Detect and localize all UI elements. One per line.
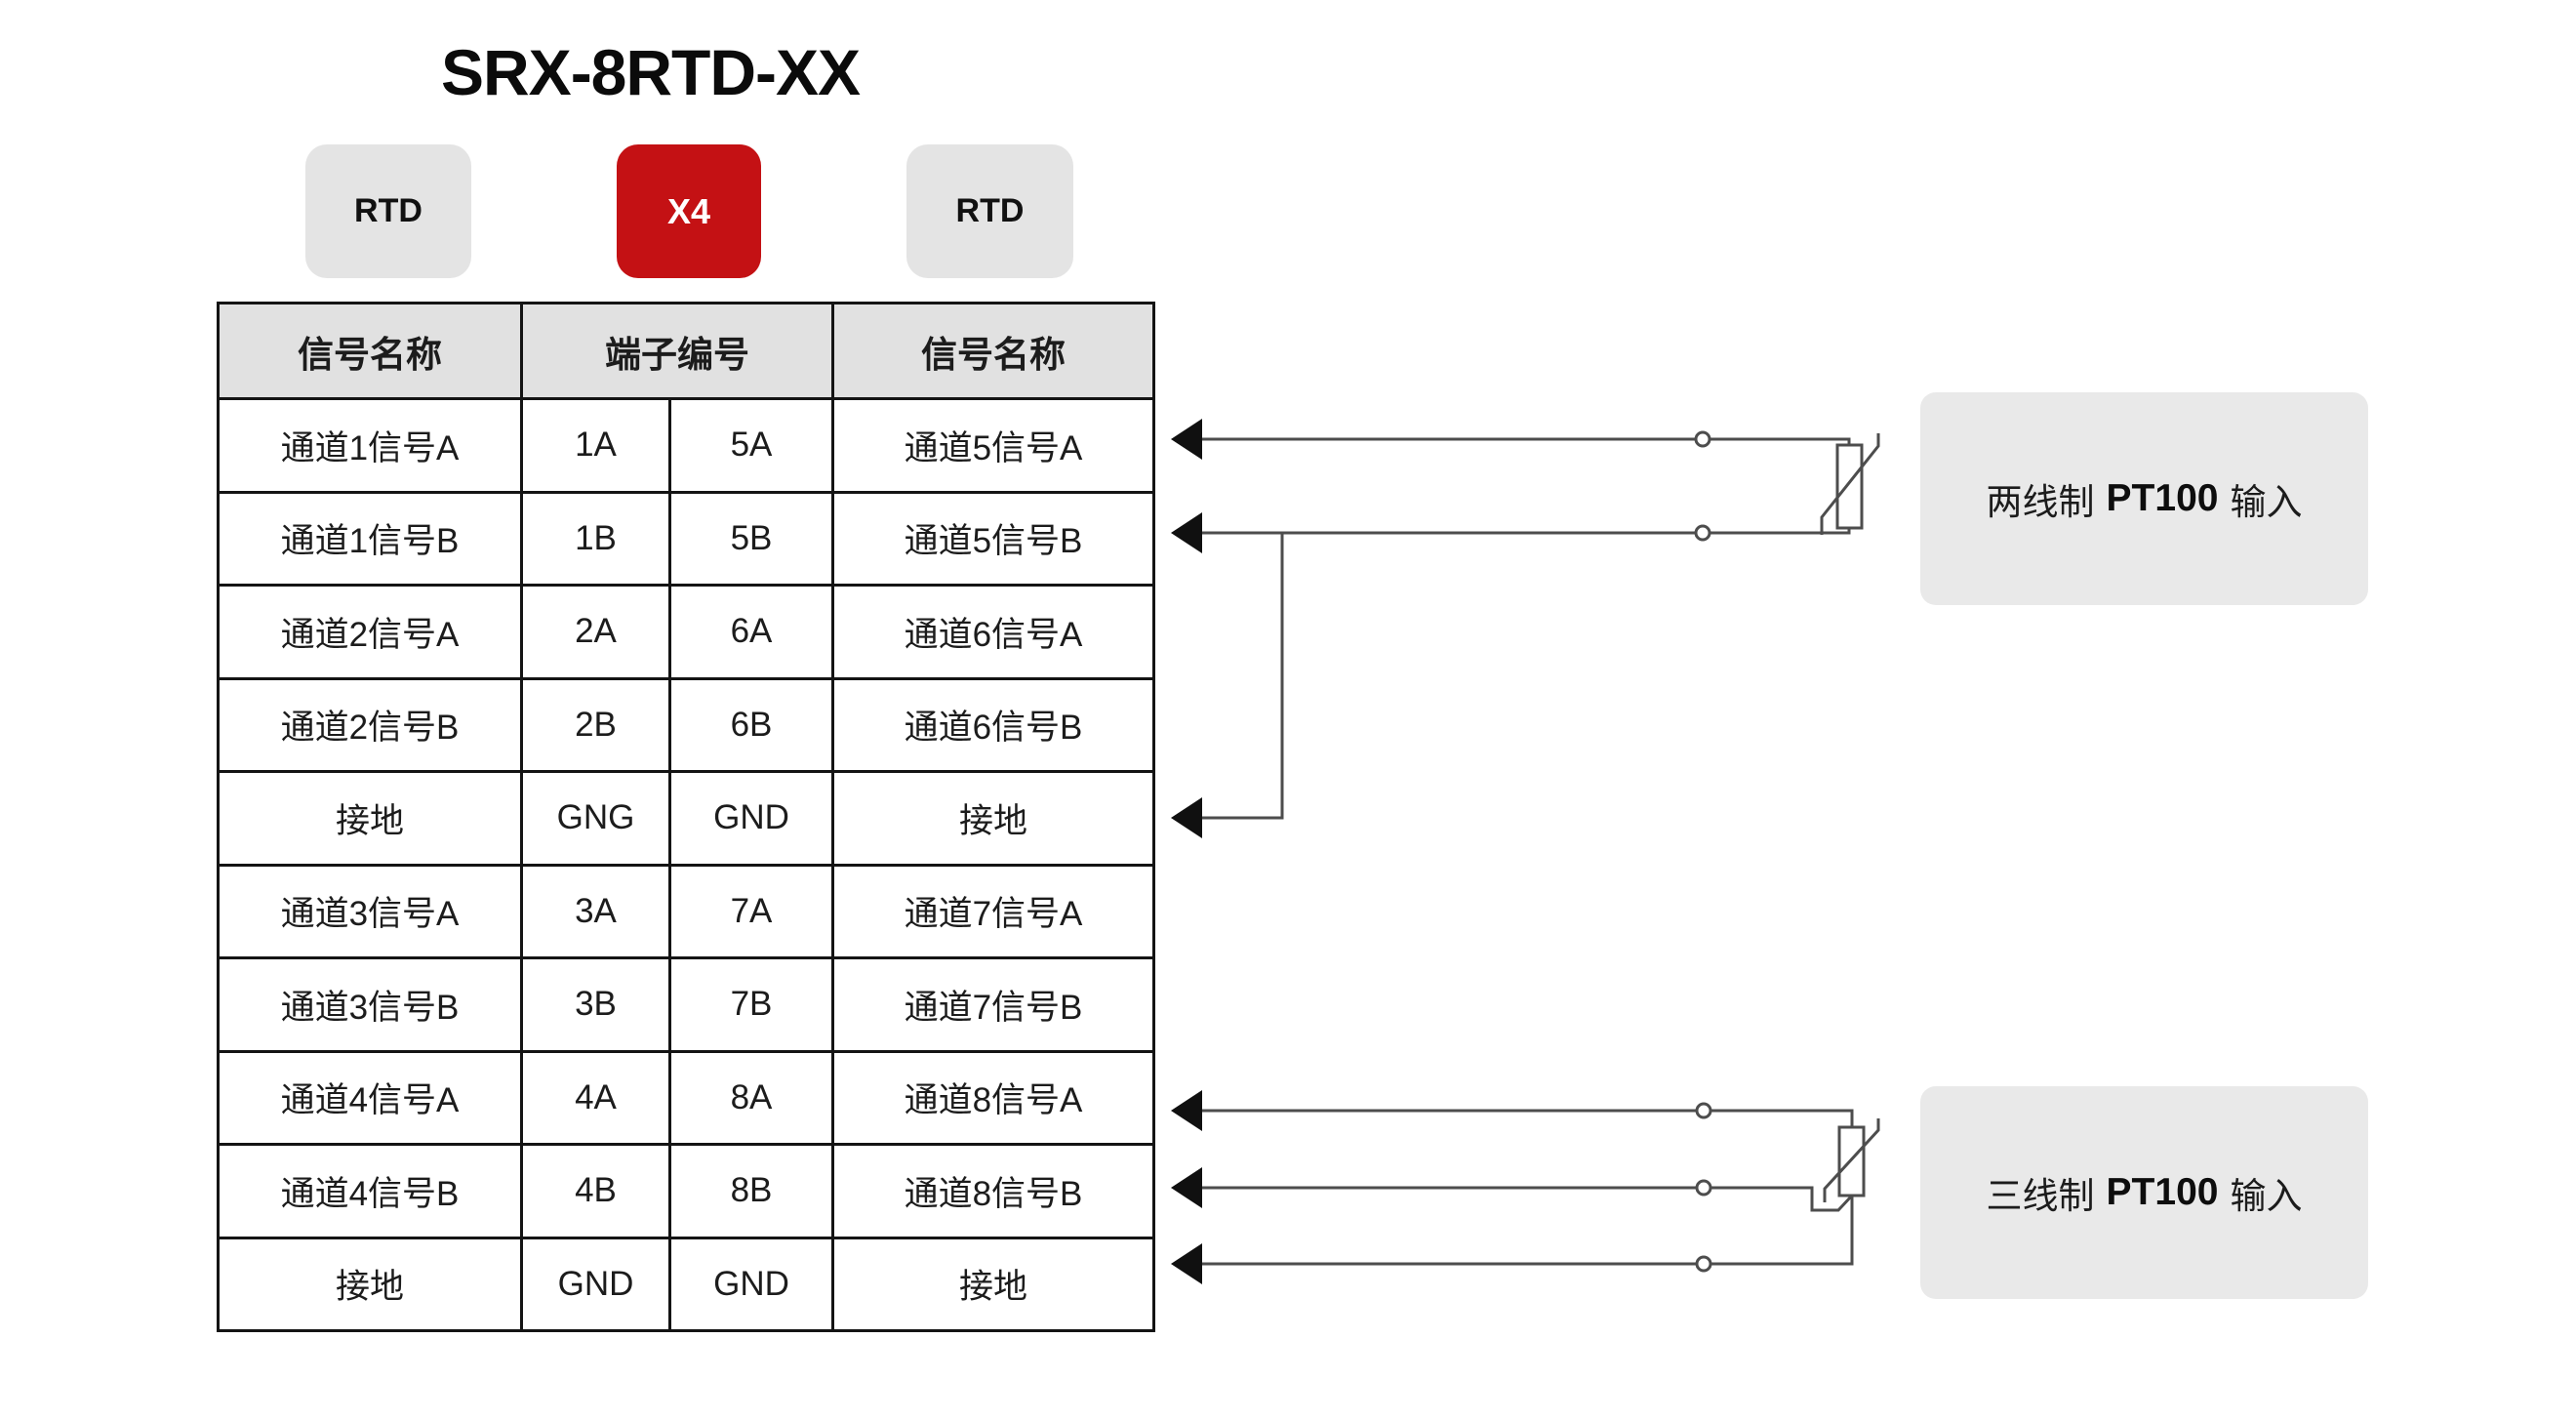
rtd-diagonal-strike-icon <box>1820 433 1880 535</box>
three-wire-pt100-circuit <box>1171 1090 1880 1284</box>
cell-signal: 通道6信号B <box>831 676 1155 773</box>
table-row: 通道2信号B 2B 6B 通道6信号B <box>217 676 1155 773</box>
cell-terminal: 8A <box>668 1049 834 1146</box>
cell-signal: 接地 <box>217 770 523 867</box>
wire-ch8b <box>1200 1186 1854 1212</box>
rtd-badge-right-label: RTD <box>955 192 1025 229</box>
cell-signal: 通道7信号A <box>831 863 1155 959</box>
cell-terminal: 3A <box>520 863 671 959</box>
rtd-diagonal-strike-icon <box>1823 1118 1880 1202</box>
connector-node-icon <box>1695 1255 1712 1273</box>
table-header-row: 信号名称 端子编号 信号名称 <box>217 302 1155 400</box>
terminal-table: 信号名称 端子编号 信号名称 通道1信号A 1A 5A 通道5信号A 通道1信号… <box>217 302 1155 1332</box>
header-signal-name-right: 信号名称 <box>831 302 1155 400</box>
two-wire-pt100-label: 两线制 PT100 输入 <box>1920 392 2368 605</box>
two-wire-label-prefix: 两线制 <box>1986 482 2095 522</box>
wire-ch8a <box>1200 1109 1854 1127</box>
wire-gnd <box>1200 1196 1854 1266</box>
wire-ch5b <box>1200 528 1851 535</box>
cell-signal: 通道1信号B <box>217 490 523 587</box>
three-wire-label-suffix: 输入 <box>2230 1176 2303 1216</box>
connector-node-icon <box>1695 1102 1712 1119</box>
header-signal-name-left: 信号名称 <box>217 302 523 400</box>
cell-signal: 通道3信号B <box>217 956 523 1053</box>
cell-terminal: 8B <box>668 1143 834 1239</box>
cell-signal: 通道3信号A <box>217 863 523 959</box>
connector-node-icon <box>1694 430 1711 448</box>
cell-signal: 通道5信号B <box>831 490 1155 587</box>
table-row-ground: 接地 GND GND 接地 <box>217 1236 1155 1332</box>
cell-terminal: 1A <box>520 397 671 494</box>
table-row: 通道4信号A 4A 8A 通道8信号A <box>217 1049 1155 1146</box>
two-wire-label-pt100: PT100 <box>2106 477 2219 519</box>
wire-arrow-icon <box>1171 419 1202 460</box>
cell-terminal: 4B <box>520 1143 671 1239</box>
table-row: 通道3信号A 3A 7A 通道7信号A <box>217 863 1155 959</box>
cell-signal: 接地 <box>217 1236 523 1332</box>
cell-signal: 通道5信号A <box>831 397 1155 494</box>
cell-terminal: 7B <box>668 956 834 1053</box>
cell-terminal: 6B <box>668 676 834 773</box>
cell-signal: 接地 <box>831 1236 1155 1332</box>
wire-arrow-icon <box>1171 1090 1202 1131</box>
cell-terminal: 3B <box>520 956 671 1053</box>
cell-signal: 通道8信号B <box>831 1143 1155 1239</box>
cell-signal: 通道7信号B <box>831 956 1155 1053</box>
cell-terminal: 2A <box>520 584 671 680</box>
cell-terminal: 6A <box>668 584 834 680</box>
cell-terminal: 5B <box>668 490 834 587</box>
wire-ch5a <box>1200 437 1851 445</box>
rtd-badge-left: RTD <box>305 144 471 278</box>
three-wire-label-pt100: PT100 <box>2106 1171 2219 1213</box>
two-wire-pt100-circuit <box>1171 419 1880 838</box>
terminal-assignment-table: 信号名称 端子编号 信号名称 通道1信号A 1A 5A 通道5信号A 通道1信号… <box>217 302 1155 1332</box>
cell-terminal: 1B <box>520 490 671 587</box>
cell-terminal: GND <box>520 1236 671 1332</box>
wire-arrow-icon <box>1171 1167 1202 1208</box>
connector-node-icon <box>1694 524 1711 542</box>
table-row: 通道1信号B 1B 5B 通道5信号B <box>217 490 1155 587</box>
cell-signal: 通道1信号A <box>217 397 523 494</box>
wire-arrow-icon <box>1171 797 1202 838</box>
wire-gnd-branch <box>1200 533 1284 820</box>
cell-terminal: 4A <box>520 1049 671 1146</box>
cell-signal: 接地 <box>831 770 1155 867</box>
table-row: 通道3信号B 3B 7B 通道7信号B <box>217 956 1155 1053</box>
header-terminal-number: 端子编号 <box>520 302 834 400</box>
cell-signal: 通道6信号A <box>831 584 1155 680</box>
table-row: 通道4信号B 4B 8B 通道8信号B <box>217 1143 1155 1239</box>
cell-terminal: 7A <box>668 863 834 959</box>
cell-terminal: 5A <box>668 397 834 494</box>
x4-multiplier-badge: X4 <box>617 144 761 278</box>
table-row: 通道2信号A 2A 6A 通道6信号A <box>217 584 1155 680</box>
cell-signal: 通道4信号A <box>217 1049 523 1146</box>
three-wire-label-prefix: 三线制 <box>1986 1176 2095 1216</box>
table-row-ground: 接地 GNG GND 接地 <box>217 770 1155 867</box>
cell-signal: 通道8信号A <box>831 1049 1155 1146</box>
connector-node-icon <box>1695 1179 1712 1197</box>
cell-terminal: 2B <box>520 676 671 773</box>
table-row: 通道1信号A 1A 5A 通道5信号A <box>217 397 1155 494</box>
cell-terminal: GND <box>668 770 834 867</box>
page-title: SRX-8RTD-XX <box>441 36 861 108</box>
rtd-badge-right: RTD <box>906 144 1073 278</box>
x4-badge-label: X4 <box>666 190 711 231</box>
three-wire-pt100-label: 三线制 PT100 输入 <box>1920 1086 2368 1299</box>
wire-arrow-icon <box>1171 1243 1202 1284</box>
wire-arrow-icon <box>1171 512 1202 553</box>
cell-terminal: GNG <box>520 770 671 867</box>
rtd-badge-left-label: RTD <box>354 192 423 229</box>
rtd-resistor-icon <box>1835 443 1864 530</box>
rtd-resistor-icon <box>1837 1125 1866 1197</box>
cell-signal: 通道4信号B <box>217 1143 523 1239</box>
cell-signal: 通道2信号A <box>217 584 523 680</box>
two-wire-label-suffix: 输入 <box>2230 482 2303 522</box>
cell-terminal: GND <box>668 1236 834 1332</box>
cell-signal: 通道2信号B <box>217 676 523 773</box>
